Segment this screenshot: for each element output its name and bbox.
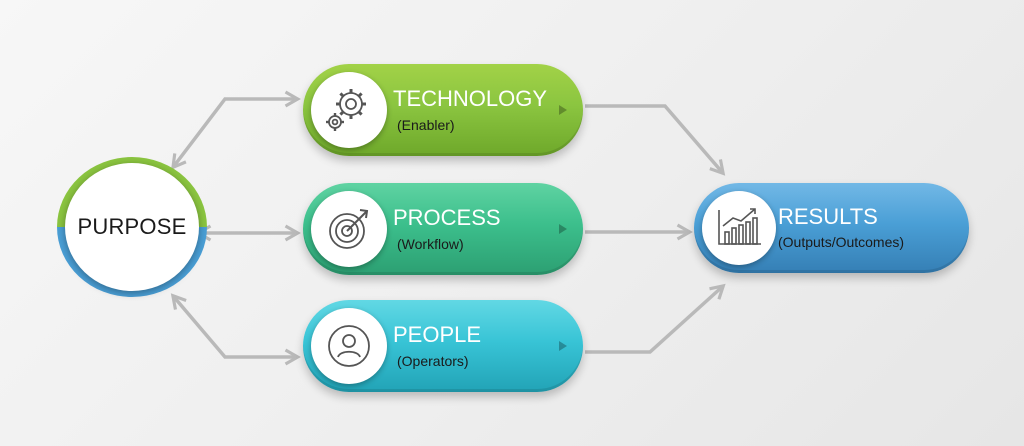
arrow-purpose-people <box>170 293 301 366</box>
process-title: PROCESS <box>393 205 501 230</box>
technology-node: TECHNOLOGY (Enabler) <box>303 64 583 156</box>
play-triangle-icon <box>559 341 567 351</box>
arrow-people-results <box>585 283 726 354</box>
people-node: PEOPLE (Operators) <box>303 300 583 392</box>
purpose-circle: PURPOSE <box>65 163 199 291</box>
target-icon <box>311 191 387 267</box>
purpose-node: PURPOSE <box>57 157 207 297</box>
process-subtitle: (Workflow) <box>397 236 464 252</box>
purpose-label: PURPOSE <box>77 214 187 239</box>
process-node: PROCESS (Workflow) <box>303 183 583 275</box>
play-triangle-icon <box>559 105 567 115</box>
bar-chart-icon <box>702 191 776 265</box>
arrow-technology-results <box>585 104 726 176</box>
people-subtitle: (Operators) <box>397 353 469 369</box>
people-title: PEOPLE <box>393 322 482 347</box>
technology-title: TECHNOLOGY <box>393 86 548 111</box>
results-subtitle: (Outputs/Outcomes) <box>778 234 905 250</box>
results-title: RESULTS <box>778 204 878 229</box>
play-triangle-icon <box>559 224 567 234</box>
results-node: RESULTS (Outputs/Outcomes) <box>694 183 969 273</box>
technology-subtitle: (Enabler) <box>397 117 455 133</box>
gears-icon <box>311 72 387 148</box>
person-icon <box>311 308 387 384</box>
arrow-purpose-technology <box>171 90 301 170</box>
